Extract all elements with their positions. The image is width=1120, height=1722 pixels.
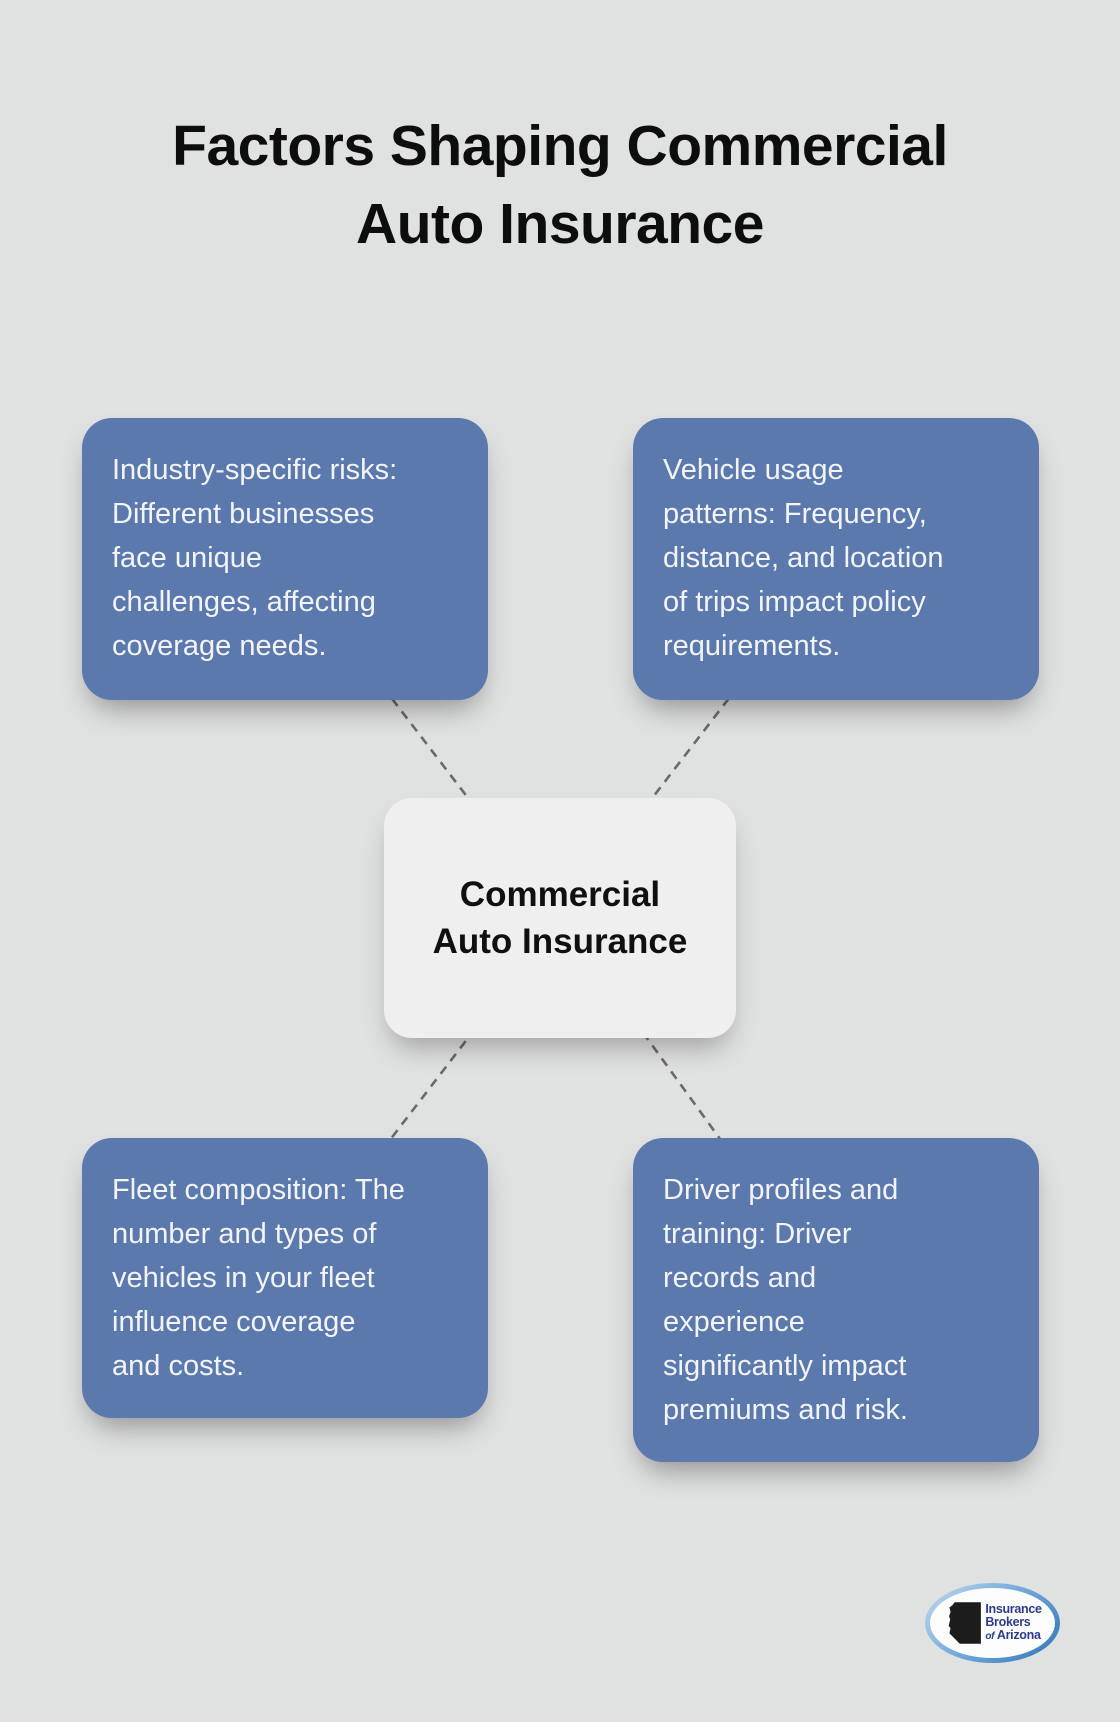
logo-text: Insurance Brokers of Arizona [985,1602,1042,1643]
connector-vehicle-usage [558,558,838,919]
factor-card-industry-risks: Industry-specific risks: Different busin… [82,418,488,700]
logo-text-line3: of Arizona [985,1629,1041,1643]
logo-text-of: of [985,1631,995,1642]
factor-card-fleet-composition: Fleet composition: The number and types … [82,1138,488,1418]
logo-text-line1: Insurance [985,1602,1042,1616]
factor-card-industry-risks-text: Industry-specific risks: Different busin… [112,454,398,662]
logo-ellipse-inner: Insurance Brokers of Arizona [930,1588,1055,1658]
logo-text-line2: Brokers [985,1615,1031,1629]
logo-text-arizona: Arizona [996,1628,1041,1642]
factor-card-driver-profiles: Driver profiles and training: Driver rec… [633,1138,1039,1462]
factor-card-fleet-composition-text: Fleet composition: The number and types … [112,1174,405,1382]
logo-ellipse-ring: Insurance Brokers of Arizona [925,1583,1060,1663]
center-node: Commercial Auto Insurance [384,798,736,1038]
page-title: Factors Shaping Commercial Auto Insuranc… [172,114,948,256]
factor-card-vehicle-usage-text: Vehicle usage patterns: Frequency, dista… [663,454,944,662]
factor-card-driver-profiles-text: Driver profiles and training: Driver rec… [663,1174,908,1426]
arizona-state-icon [949,1602,982,1644]
center-node-label: Commercial Auto Insurance [432,875,688,961]
brand-logo: Insurance Brokers of Arizona [925,1583,1060,1663]
factor-card-vehicle-usage: Vehicle usage patterns: Frequency, dista… [633,418,1039,700]
